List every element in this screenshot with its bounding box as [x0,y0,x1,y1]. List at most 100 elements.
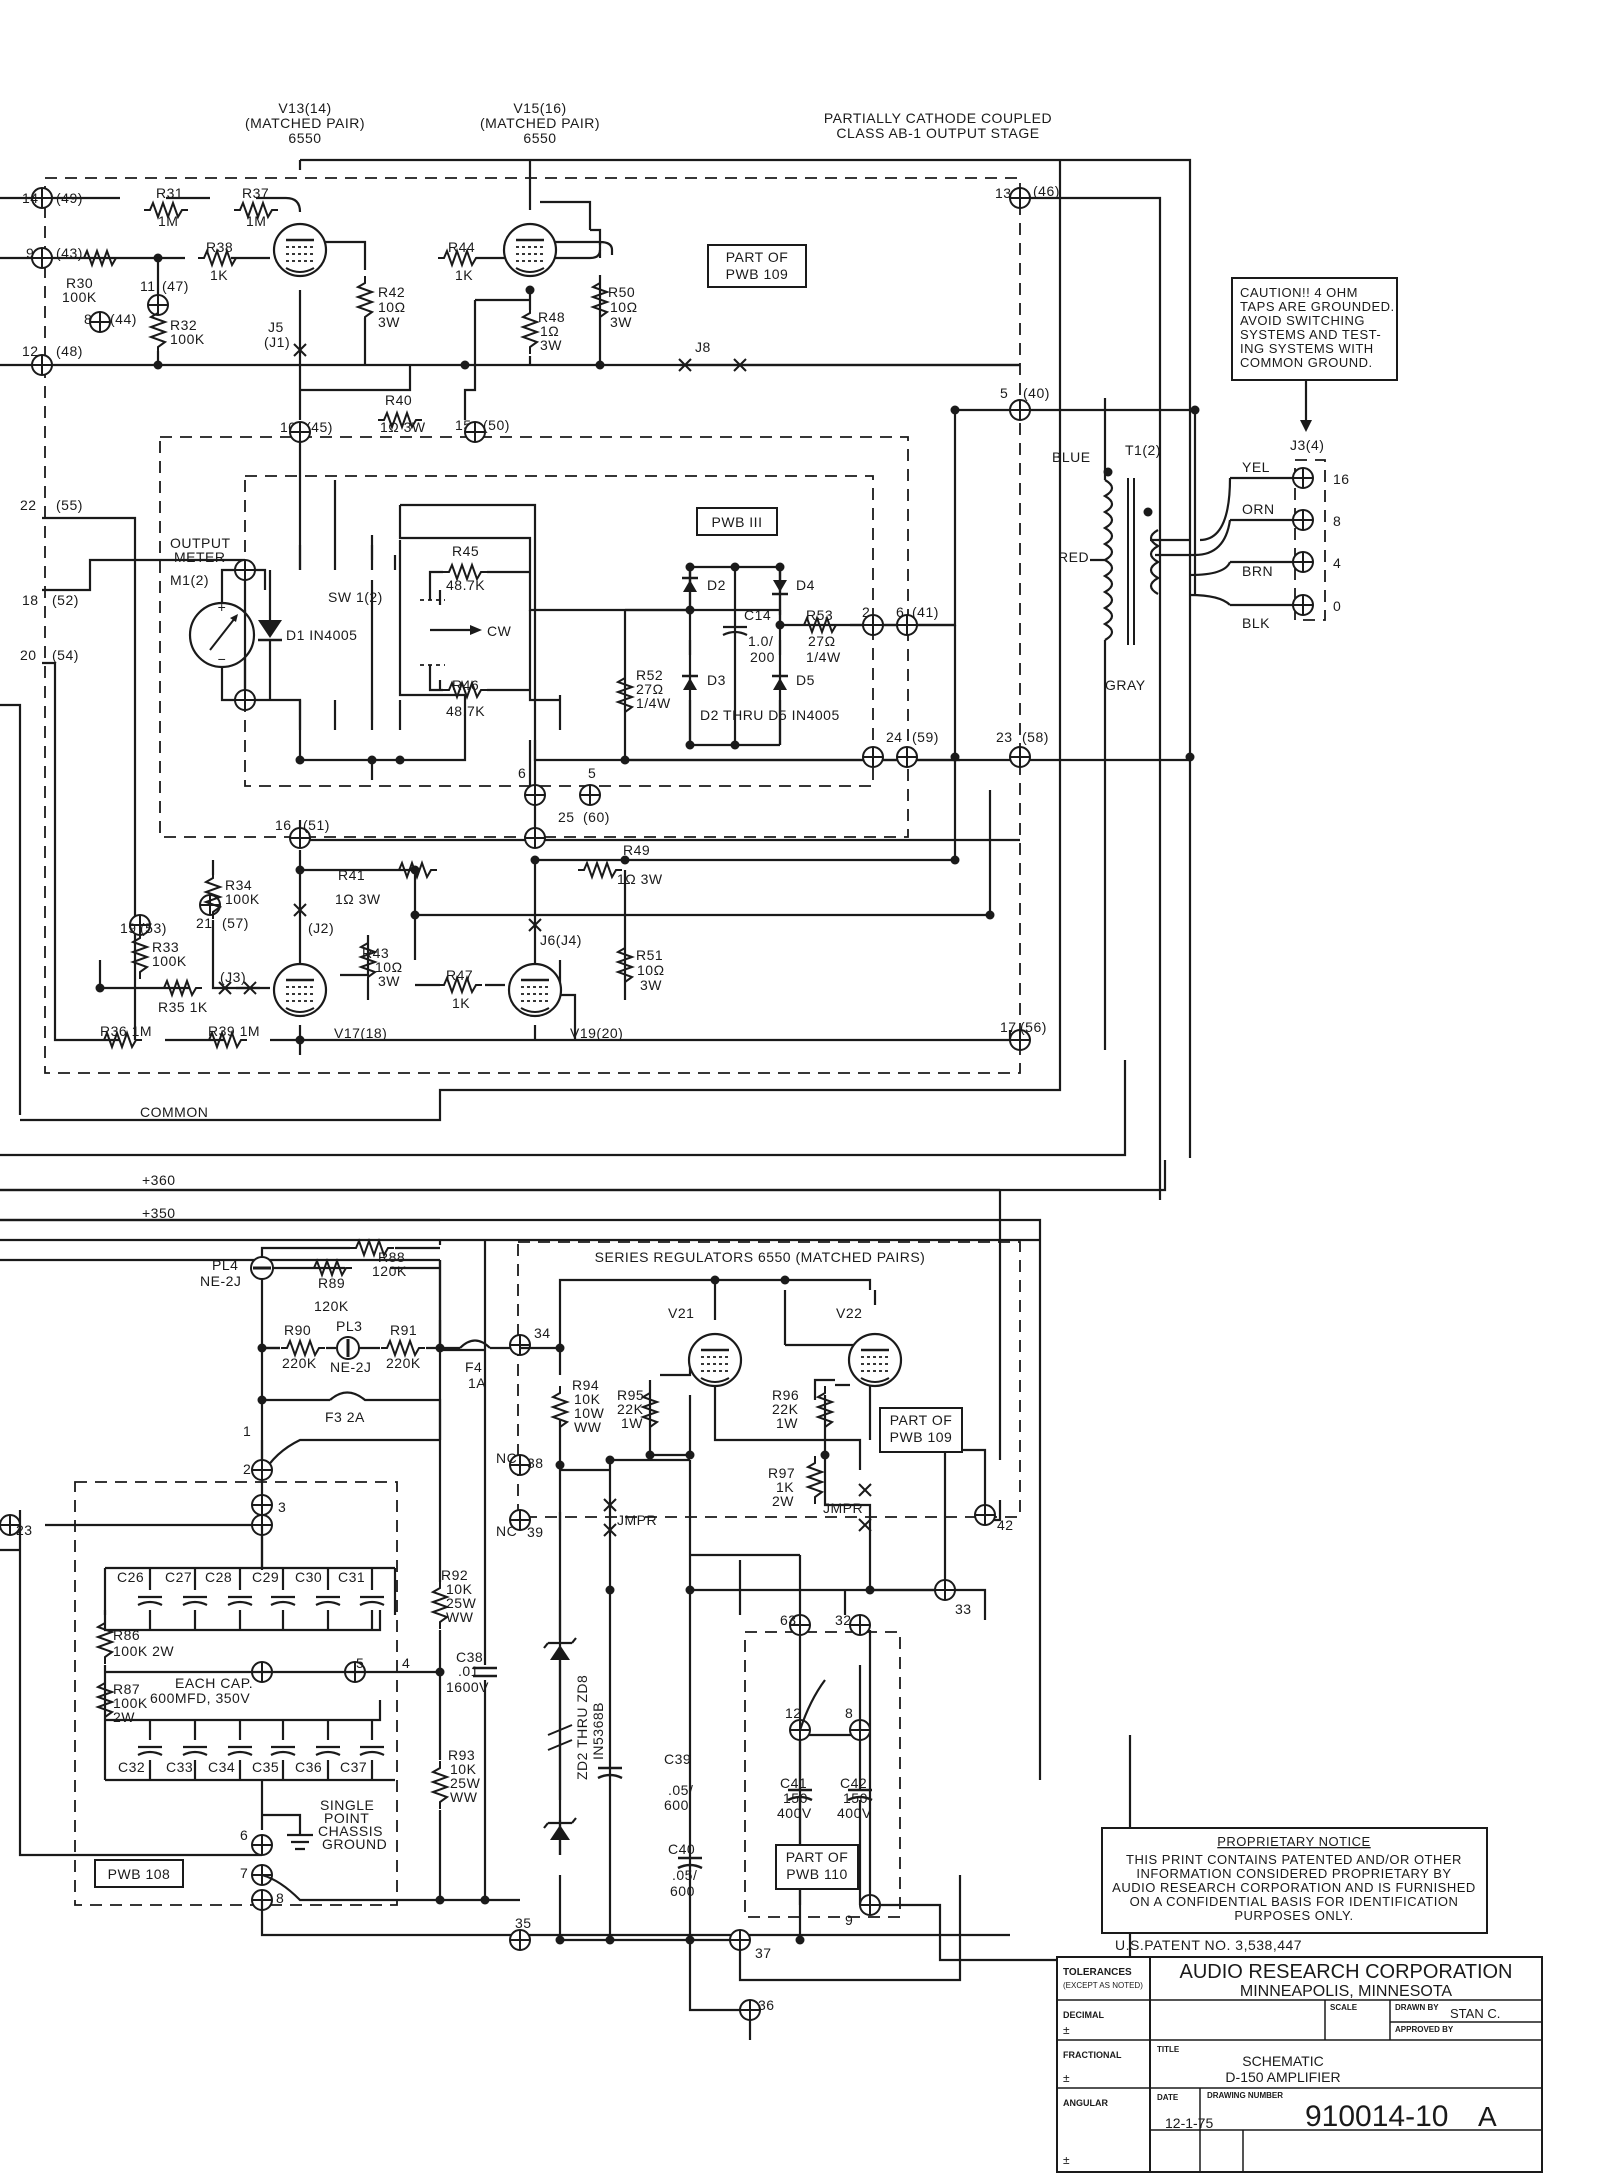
r94-value: 10K [574,1391,601,1407]
stage-label: CLASS AB-1 OUTPUT STAGE [836,125,1039,141]
resistor-r92 [432,1580,448,1630]
c38-value: .01 [458,1663,479,1679]
terminal-label: 22 [20,497,37,513]
v13-label: 6550 [288,130,321,146]
lead-yel: YEL [1242,459,1270,475]
r38-label: R38 [206,239,233,255]
wire [0,703,22,1115]
terminal-label: (46) [1033,183,1060,199]
wire [42,196,302,213]
r34-value: 100K [225,891,260,907]
tube-v15 [502,222,558,278]
tolerances-label: TOLERANCES [1063,1967,1132,1978]
terminal-label: (45) [306,419,333,435]
wire [42,516,245,1015]
r30-value: 100K [62,289,97,305]
cap-label: C29 [252,1569,279,1585]
pm: ± [1063,2153,1070,2167]
wire [558,1468,610,1530]
r94-value: WW [574,1419,602,1435]
r89-label: R89 [318,1275,345,1291]
terminal-label: 32 [835,1612,852,1628]
terminal-label: 16 [275,817,292,833]
wire [298,290,412,420]
tube-v19 [507,962,563,1018]
d1-label: D1 IN4005 [286,627,357,643]
diode-d5 [773,678,787,690]
common-label: COMMON [140,1104,208,1120]
r31-value: 1M [158,213,178,229]
r48-value: 1Ω [540,323,559,339]
wire [298,545,402,730]
svg-text:+: + [218,599,227,615]
notice-text: ON A CONFIDENTIAL BASIS FOR IDENTIFICATI… [1130,1894,1459,1909]
wire [823,1383,872,1590]
pl4-label: PL4 [212,1257,238,1273]
r87-label: R87 [113,1681,140,1697]
caution-text: TAPS ARE GROUNDED. [1240,299,1395,314]
pwb110-tag-label: PWB 110 [786,1866,848,1882]
lead-gray: GRAY [1105,677,1146,693]
r50-value: 10Ω [610,299,638,315]
ground-label: GROUND [322,1836,387,1852]
r51-value: 10Ω [637,962,665,978]
decimal-label: DECIMAL [1063,2010,1104,2020]
notice-text: THIS PRINT CONTAINS PATENTED AND/OR OTHE… [1126,1852,1462,1867]
terminal-label: 33 [955,1601,972,1617]
wire [690,1553,945,1630]
sw1-label: SW 1(2) [328,589,383,605]
terminal-label: 13 [995,185,1012,201]
terminal-label: 21 [196,915,213,931]
c39-value: .05/ [668,1782,693,1798]
pm: ± [1063,2071,1070,2085]
resistor-r87 [97,1675,113,1725]
wire [558,1875,962,1982]
pl3-value: NE-2J [330,1359,371,1375]
terminal-label: (50) [483,417,510,433]
t1-label: T1(2) [1125,442,1161,458]
notice-text: PURPOSES ONLY. [1234,1908,1353,1923]
pwb109-tag-label: PWB 109 [726,266,789,282]
wire [850,410,957,627]
wire [260,1279,280,1350]
terminal-label: (54) [52,647,79,663]
r35-label: R35 1K [158,999,208,1015]
wire [42,258,680,367]
c41-label: C41 [780,1775,807,1791]
meter-label: METER [174,549,226,565]
r30-label: R30 [66,275,93,291]
r52-value: 1/4W [636,695,671,711]
cap-label: C37 [340,1759,367,1775]
terminal-label: 23 [16,1522,33,1538]
pwb108-tag [94,1859,184,1888]
r50-label: R50 [608,284,635,300]
r39-label: R39 1M [208,1023,260,1039]
title-block [1056,1956,1543,2173]
title-label: TITLE [1157,2045,1180,2054]
m1-label: M1(2) [170,572,209,588]
ground-label: POINT [324,1810,369,1826]
wire [1150,410,1197,595]
terminal-label: 35 [515,1915,532,1931]
chassis-ground [262,1813,313,1851]
r47-value: 1K [452,995,470,1011]
cap-label: C31 [338,1569,365,1585]
r95-value: 1W [621,1415,643,1431]
v21-label: V21 [668,1305,694,1321]
r32-label: R32 [170,317,197,333]
zener-label: ZD2 THRU ZD8 [574,1675,590,1780]
resistor-r42 [357,275,373,325]
wire [428,570,530,692]
transformer-primary [1102,479,1114,641]
wire [648,1378,835,1400]
wire [0,1510,262,1857]
wire [148,1610,374,1630]
angular-label: ANGULAR [1063,2098,1108,2108]
terminal-label: 12 [22,343,39,359]
resistor-r49 [577,862,623,878]
c40-value: .05/ [672,1867,697,1883]
terminal-label: 19 [120,920,137,936]
terminal-label: 18 [22,592,39,608]
r36-label: R36 1M [100,1023,152,1039]
terminal-label: 14 [22,190,39,206]
